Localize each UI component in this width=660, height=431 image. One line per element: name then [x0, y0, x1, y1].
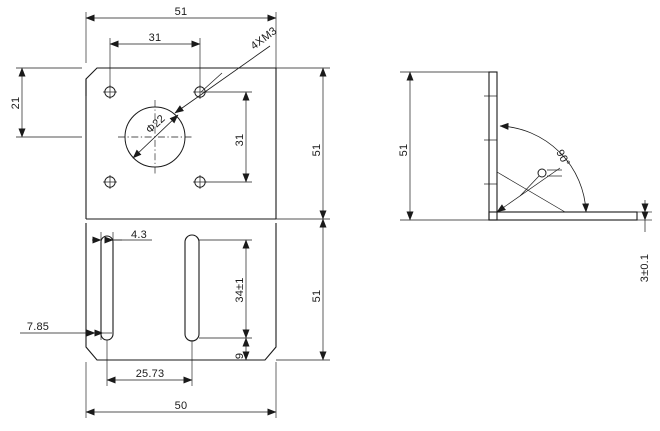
dim-right-31: 31: [206, 91, 252, 183]
dim-slot-offset-785: 7.85: [20, 321, 112, 340]
dim-slot-spacing-2573-label: 25.73: [136, 368, 165, 380]
dim-right-upper-51: 51: [276, 67, 330, 220]
slot-left: [100, 235, 114, 341]
dim-bottom-9-label: 9: [234, 353, 246, 359]
dim-top-51: 51: [85, 6, 277, 215]
dim-slot-offset-785-label: 7.85: [27, 321, 49, 333]
dim-right-lower-51: 51: [276, 218, 330, 361]
front-plate-lower-outline: [85, 223, 277, 361]
dim-bottom-50-label: 50: [175, 400, 188, 412]
dim-bottom-50: 50: [85, 362, 277, 418]
m3-callout-branch: [200, 72, 223, 93]
dim-slot-width-43-label: 4.3: [131, 229, 147, 241]
m3-callout-label: 4XM3: [249, 25, 280, 52]
front-view-group: Φ22 4XM3 51 31 21: [10, 6, 330, 418]
dim-hole-spacing-31-label: 31: [149, 32, 162, 44]
bore-diameter-leader: [132, 114, 179, 159]
side-cross-a: [496, 171, 566, 213]
dim-left-21-label: 21: [10, 97, 22, 110]
bore-diameter-label: Φ22: [144, 113, 168, 137]
side-cross-b: [496, 167, 561, 213]
dim-right-lower-51-label: 51: [311, 290, 323, 303]
dim-bottom-9: 9: [199, 337, 252, 361]
dim-slot-length-34: 34±1: [199, 239, 252, 339]
dim-side-51-label: 51: [398, 144, 410, 157]
dim-slot-spacing-2573: 25.73: [106, 340, 193, 386]
side-vertical-leg: [488, 71, 498, 221]
dim-hole-spacing-31: 31: [109, 32, 201, 86]
side-horizontal-leg: [488, 211, 638, 221]
m3-hole-bottom-left: [103, 175, 117, 189]
side-view-group: 90° 51 3±0.1: [398, 71, 652, 282]
side-center-tail: [519, 175, 540, 197]
angle-90-label: 90°: [553, 148, 572, 169]
m3-hole-top-left: [103, 85, 117, 99]
dim-right-upper-51-label: 51: [311, 144, 323, 157]
dim-thickness-3-label: 3±0.1: [639, 254, 651, 282]
angle-arc-90: [499, 122, 590, 213]
slot-right: [184, 234, 200, 342]
dim-side-51: 51: [398, 71, 489, 221]
dim-slot-length-34-label: 34±1: [234, 277, 246, 302]
side-center-symbol: [537, 168, 547, 178]
front-plate-upper-outline: [85, 67, 277, 219]
dim-right-31-label: 31: [234, 134, 246, 147]
dim-slot-width-43: 4.3: [92, 229, 152, 244]
dim-top-51-label: 51: [175, 6, 188, 18]
m3-callout-leader: [174, 45, 271, 114]
dim-left-21: 21: [10, 67, 82, 138]
dim-thickness-3: 3±0.1: [637, 200, 652, 282]
m3-hole-bottom-right: [193, 175, 207, 189]
